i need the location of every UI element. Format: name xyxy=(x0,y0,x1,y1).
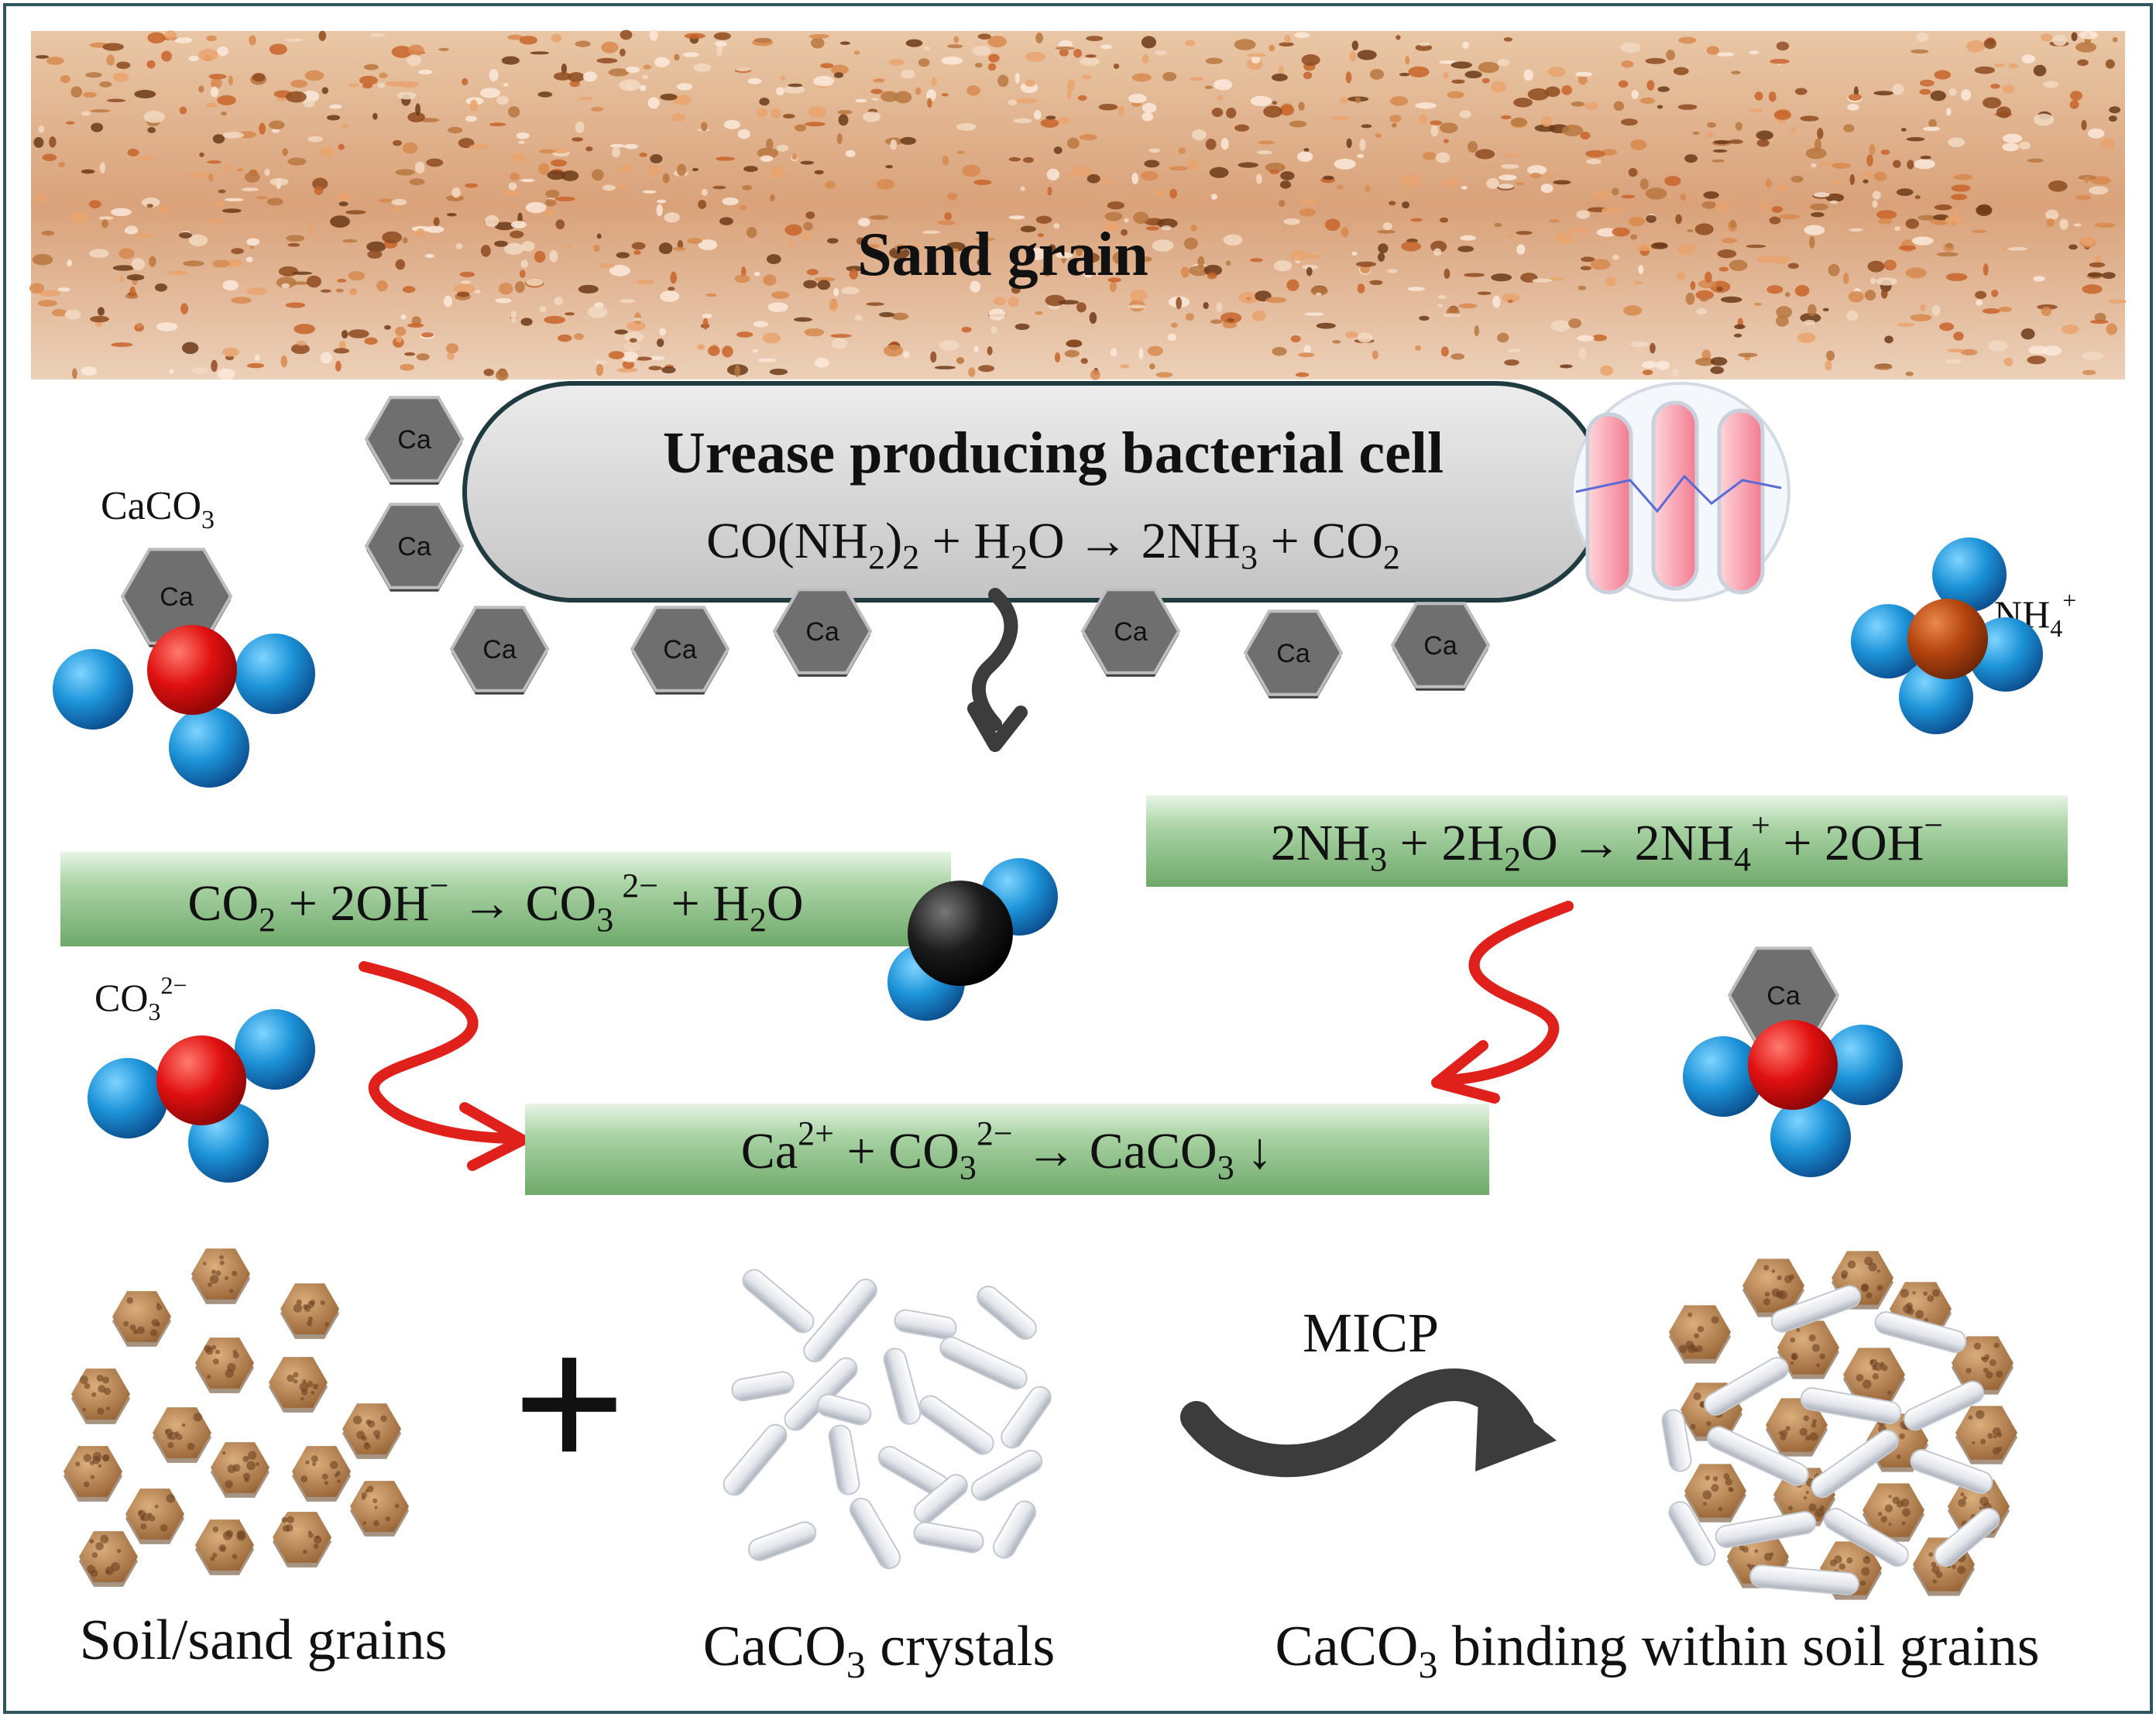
ammonia-equation: 2NH3 + 2H2O → 2NH4+ + 2OH− xyxy=(1271,806,1943,878)
ca-ion: Ca xyxy=(364,503,465,592)
soil-grains-cluster xyxy=(64,1248,409,1587)
bacterial-cell: Urease producing bacterial cell CO(NH2)2… xyxy=(462,381,1605,603)
micp-label: MICP xyxy=(1303,1302,1439,1364)
ca-ion: Ca xyxy=(1080,588,1181,677)
caco3-molecule-left: CaCO3 Ca xyxy=(53,484,315,788)
carbonate-equation-bar: CO2 + 2OH− → CO3 2− + H2O xyxy=(60,852,951,946)
ca-ion-label: Ca xyxy=(1766,981,1801,1011)
ca-ion-label: Ca xyxy=(482,635,517,664)
ca-ion: Ca xyxy=(630,606,730,695)
bacterial-cell-title: Urease producing bacterial cell xyxy=(663,421,1444,486)
co3-label: CO32− xyxy=(94,971,187,1025)
precipitation-equation-bar: Ca2+ + CO32− → CaCO3 ↓ xyxy=(525,1104,1489,1195)
ca-ion-label: Ca xyxy=(397,425,431,455)
ca-ion: Ca xyxy=(772,588,873,677)
bound-soil-cluster xyxy=(1661,1251,2017,1600)
caption-caco3-binding: CaCO3 binding within soil grains xyxy=(1275,1615,2040,1686)
sand-texture xyxy=(29,29,2127,381)
red-arrow-right xyxy=(1431,901,1574,1104)
plus-sign: + xyxy=(512,1293,627,1516)
ammonium-molecule: NH4+ xyxy=(1851,537,2076,734)
caco3-label: CaCO3 xyxy=(101,484,215,534)
red-arrow-left xyxy=(359,961,528,1171)
caption-caco3-crystals: CaCO3 crystals xyxy=(703,1615,1056,1686)
caption-soil-grains: Soil/sand grains xyxy=(80,1609,448,1672)
ca-ion-label: Ca xyxy=(805,617,839,647)
test-tubes-icon xyxy=(1571,382,1790,602)
ca-ion: Ca xyxy=(449,606,550,695)
sand-grain-label: Sand grain xyxy=(857,221,1148,289)
dark-swirl-arrow xyxy=(967,588,1028,752)
ca-ion-label: Ca xyxy=(1276,639,1310,668)
ca-ion-caco3-left: Ca xyxy=(120,548,233,647)
caco3-molecule-right: Ca xyxy=(1683,946,1903,1177)
ca-ion-caco3-right: Ca xyxy=(1727,946,1840,1046)
outer-frame xyxy=(3,3,2153,1714)
urea-hydrolysis-equation: CO(NH2)2 + H2O → 2NH3 + CO2 xyxy=(706,513,1400,576)
ca-ion: Ca xyxy=(364,396,465,485)
ca-ion-label: Ca xyxy=(397,532,431,561)
ca-ion: Ca xyxy=(1243,610,1344,699)
ca-ion-label: Ca xyxy=(1423,631,1457,661)
carbonate-equation: CO2 + 2OH− → CO3 2− + H2O xyxy=(187,867,803,939)
ca-ion-label: Ca xyxy=(663,635,697,664)
precipitation-equation: Ca2+ + CO32− → CaCO3 ↓ xyxy=(741,1114,1272,1186)
ammonia-equation-bar: 2NH3 + 2H2O → 2NH4+ + 2OH− xyxy=(1146,795,2068,887)
sand-band xyxy=(29,29,2127,381)
micp-arrow xyxy=(1180,1368,1557,1478)
co2-molecule xyxy=(887,858,1058,1021)
ca-ion-label: Ca xyxy=(1114,617,1148,647)
caco3-crystals-cluster xyxy=(723,1269,1052,1570)
ca-ion-label: Ca xyxy=(160,582,194,612)
ca-ion: Ca xyxy=(1390,602,1491,691)
carbonate-molecule: CO32− xyxy=(88,971,315,1183)
